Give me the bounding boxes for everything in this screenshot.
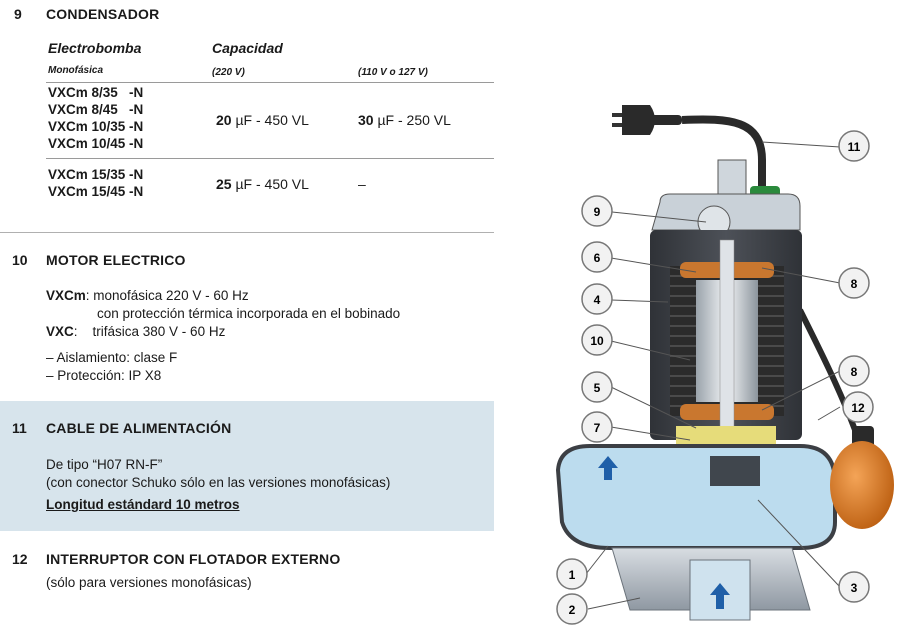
- motor-housing: [650, 159, 802, 461]
- motor-vxcm-spec: : monofásica 220 V - 60 Hz: [85, 288, 249, 303]
- callout-11: 11: [838, 130, 870, 162]
- model-name: VXCm 10/35 -N: [48, 119, 144, 134]
- svg-text:9: 9: [594, 205, 601, 219]
- svg-text:8: 8: [851, 277, 858, 291]
- model-group-2: VXCm 15/35 -N VXCm 15/45 -N: [48, 166, 143, 200]
- motor-vxc-spec: : trifásica 380 V - 60 Hz: [73, 324, 226, 339]
- model-name: VXCm 15/45 -N: [48, 184, 144, 199]
- motor-vxcm-label: VXCm: [46, 288, 86, 303]
- capacity-unit: µF - 250 VL: [373, 112, 451, 128]
- float-switch-note: (sólo para versiones monofásicas): [46, 575, 252, 590]
- motor-insulation: – Aislamiento: clase F: [46, 350, 178, 365]
- svg-text:7: 7: [594, 421, 601, 435]
- svg-text:1: 1: [569, 568, 576, 582]
- callout-5: 5: [581, 371, 613, 403]
- callout-8-lower: 8: [838, 355, 870, 387]
- capacity-110v-group-1: 30 µF - 250 VL: [358, 112, 451, 128]
- callout-6: 6: [581, 241, 613, 273]
- svg-text:10: 10: [590, 334, 604, 348]
- power-cable: [681, 115, 766, 200]
- section-11-highlight: [0, 401, 494, 531]
- capacity-220v-group-2: 25 µF - 450 VL: [216, 176, 309, 192]
- motor-protection: – Protección: IP X8: [46, 368, 162, 383]
- callout-4: 4: [581, 283, 613, 315]
- col-subheader-110v: (110 V o 127 V): [358, 67, 428, 78]
- impeller: [710, 456, 760, 486]
- capacity-unit: µF - 450 VL: [231, 112, 309, 128]
- schuko-plug-icon: [612, 105, 682, 135]
- section-11-number: 11: [12, 420, 27, 436]
- section-12-number: 12: [12, 551, 28, 567]
- capacity-value: 25: [216, 176, 232, 192]
- capacity-value: 20: [216, 112, 232, 128]
- model-name: VXCm 10/45 -N: [48, 136, 144, 151]
- section-9-title: CONDENSADOR: [46, 6, 160, 22]
- svg-text:6: 6: [594, 251, 601, 265]
- table-divider-middle: [46, 158, 494, 159]
- svg-text:5: 5: [594, 381, 601, 395]
- motor-vxcm-line: VXCm: monofásica 220 V - 60 Hz: [46, 287, 249, 305]
- svg-text:2: 2: [569, 603, 576, 617]
- section-12-title: INTERRUPTOR CON FLOTADOR EXTERNO: [46, 551, 341, 567]
- callout-9: 9: [581, 195, 613, 227]
- svg-text:8: 8: [851, 365, 858, 379]
- table-divider-top: [46, 82, 494, 83]
- leader-lines: [585, 141, 841, 610]
- svg-text:4: 4: [594, 293, 601, 307]
- col-header-capacity: Capacidad: [212, 40, 283, 56]
- callout-10: 10: [581, 324, 613, 356]
- section-divider: [0, 232, 494, 233]
- motor-vxc-label: VXC: [46, 324, 74, 339]
- section-10-number: 10: [12, 252, 28, 268]
- svg-text:3: 3: [851, 581, 858, 595]
- section-11-title: CABLE DE ALIMENTACIÓN: [46, 420, 232, 436]
- capacity-value: 30: [358, 112, 374, 128]
- callout-12: 12: [842, 391, 874, 423]
- section-10-title: MOTOR ELECTRICO: [46, 252, 186, 268]
- pump-cutaway-diagram: 11 9 6 8 4 10 8 12 5 7 1 3: [555, 105, 894, 625]
- callout-2: 2: [556, 593, 588, 625]
- flow-arrow-icon: [598, 456, 618, 480]
- model-group-1: VXCm 8/35 -N VXCm 8/45 -N VXCm 10/35 -N …: [48, 84, 143, 152]
- section-9-number: 9: [14, 6, 22, 22]
- col-subheader-single-phase: Monofásica: [48, 65, 104, 76]
- callout-3: 3: [838, 571, 870, 603]
- svg-text:11: 11: [848, 140, 861, 154]
- model-name: VXCm 15/35 -N: [48, 167, 144, 182]
- callout-1: 1: [556, 558, 588, 590]
- col-header-pump: Electrobomba: [48, 40, 142, 56]
- motor-vxcm-thermal: con protección térmica incorporada en el…: [97, 306, 401, 321]
- inlet-arrow-icon: [710, 583, 730, 609]
- callout-8-upper: 8: [838, 267, 870, 299]
- cable-length: Longitud estándard 10 metros: [46, 497, 240, 512]
- svg-text:12: 12: [851, 401, 865, 415]
- model-name: VXCm 8/35 -N: [48, 85, 144, 100]
- col-subheader-220v: (220 V): [212, 67, 245, 78]
- model-name: VXCm 8/45 -N: [48, 102, 144, 117]
- motor-vxc-line: VXC: trifásica 380 V - 60 Hz: [46, 323, 225, 341]
- float-switch-icon: [830, 426, 894, 529]
- capacity-220v-group-1: 20 µF - 450 VL: [216, 112, 309, 128]
- cable-schuko-note: (con conector Schuko sólo en las version…: [46, 475, 391, 490]
- capacity-110v-group-2: –: [358, 176, 366, 192]
- pump-casing: [555, 444, 837, 550]
- capacity-unit: µF - 450 VL: [231, 176, 309, 192]
- callout-7: 7: [581, 411, 613, 443]
- cable-type: De tipo “H07 RN-F”: [46, 457, 163, 472]
